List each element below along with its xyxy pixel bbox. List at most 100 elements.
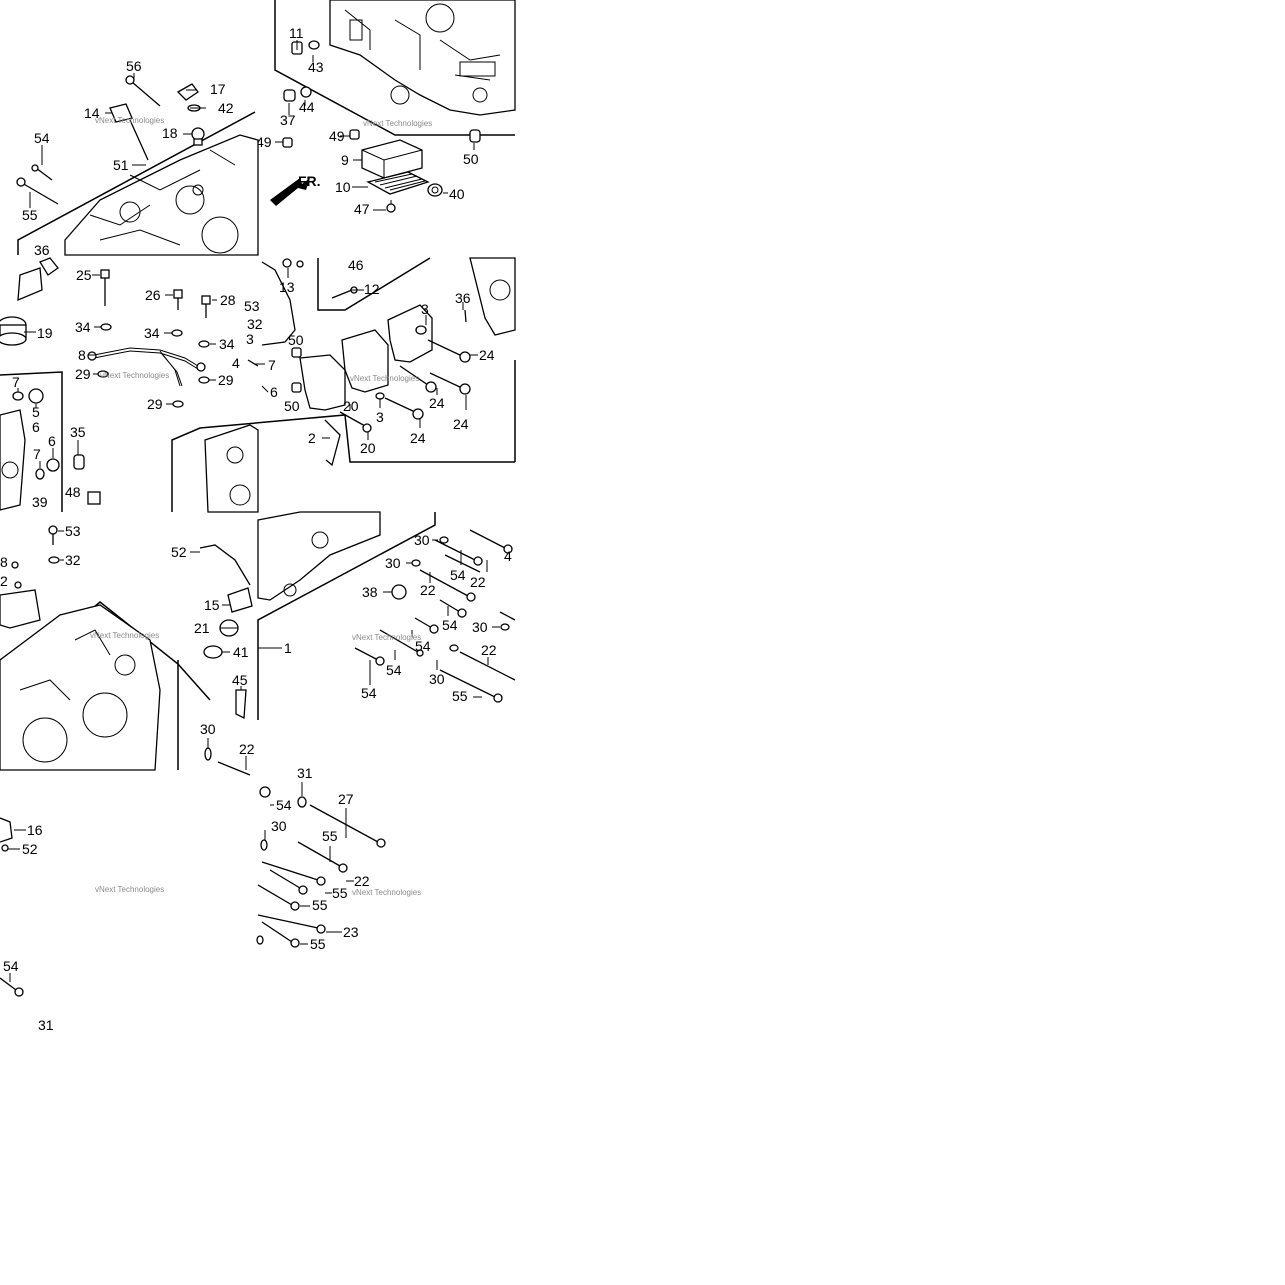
watermark: vNext Technologies [95,116,164,125]
callout-20: 20 [360,440,376,456]
callout-8: 8 [0,554,8,570]
callout-42: 42 [218,100,234,116]
bolt-part-48 [87,491,101,505]
bolt-part-24b [399,365,437,393]
callout-36: 36 [455,290,471,306]
bolt-part-13 [282,258,304,268]
bolt-part-24d [384,397,424,420]
callout-22: 22 [354,873,370,889]
tile-oil-filter: 52 15 21 41 1 45 30 22 30 54 22 30 38 22… [171,511,516,776]
callout-20: 20 [343,398,359,414]
callout-55: 55 [22,207,38,223]
callout-6: 6 [48,433,56,449]
callout-leaders-mid-left [24,274,217,405]
callout-21: 21 [194,620,210,636]
callout-34: 34 [219,336,235,352]
callout-52: 52 [22,841,38,857]
callout-6: 6 [32,419,40,435]
callout-50: 50 [284,398,300,414]
washer-part-43 [308,40,320,50]
bolt-part-56 [125,75,161,107]
dowel-part-37 [283,89,296,102]
callout-2: 2 [0,573,8,589]
dowel-part-50b [291,382,302,393]
callout-55: 55 [332,885,348,901]
callout-25: 25 [76,267,92,283]
callout-52: 52 [171,544,187,560]
ring-part-44 [300,86,312,98]
sensor-part-18 [191,127,205,146]
bolt-part-20 [339,411,372,433]
callout-24: 24 [410,430,426,446]
watermark: vNext Technologies [352,888,421,897]
oil-strainer-body-part-9 [361,139,423,179]
callout-47: 47 [354,201,370,217]
pipe-part-51 [129,119,149,161]
bolt-part-54-bottom [0,977,24,997]
callout-50: 50 [463,151,479,167]
callout-26: 26 [145,287,161,303]
oring-part-41 [203,645,223,659]
watermark: vNext Technologies [352,633,421,642]
watermark: vNext Technologies [95,885,164,894]
callout-13: 13 [279,279,295,295]
washer-part-34a [100,323,112,331]
callout-54: 4 [504,548,512,564]
callout-1: 1 [284,640,292,656]
bracket-part-53-32 [261,261,296,346]
callout-7: 7 [33,446,41,462]
callout-32: 32 [65,552,81,568]
crankcase-half-upper [329,0,516,116]
callout-51: 51 [113,157,129,173]
tile-block-lower: 53 32 8 2 vNext Technologies [0,523,211,771]
washer-part-30-lower [204,747,212,761]
washer-part-7b [35,468,45,480]
callout-54: 54 [415,638,431,654]
callout-53: 53 [65,523,81,539]
cylinder-block-upper [64,134,259,256]
callout-46: 46 [348,257,364,273]
callout-31: 31 [297,765,313,781]
filter-part-15 [227,587,253,613]
callout-30: 30 [429,671,445,687]
plug-part-6 [46,458,60,472]
callout-leaders-lower-mid [190,539,500,770]
bolt-set-bottom [256,786,386,948]
dowel-part-50a [291,347,302,358]
callout-30: 30 [271,818,287,834]
callout-54: 54 [361,685,377,701]
callout-7: 7 [12,374,20,390]
seal-part-40 [427,183,443,197]
callout-15: 15 [204,597,220,613]
bearing-cap-front [299,354,346,411]
clip-part-45 [235,689,247,720]
callout-55: 55 [312,897,328,913]
oil-pump-housing [204,424,259,513]
pipe-part-12 [331,286,358,299]
callout-22: 22 [239,741,255,757]
callout-39: 39 [32,494,48,510]
callout-29: 29 [147,396,163,412]
callout-29: 29 [218,372,234,388]
tile-bearing-caps: 13 46 12 53 32 3 50 4 7 6 50 20 3 36 24 … [171,257,516,513]
callout-18: 18 [162,125,178,141]
bolt-part-22-lower [217,761,251,776]
callout-54: 54 [386,662,402,678]
watermark: vNext Technologies [363,119,432,128]
tile-block-left: 7 5 6 6 7 35 39 48 [0,371,101,512]
callout-2: 2 [308,430,316,446]
dowel-part-50-upper [469,129,481,143]
front-label: FR. [298,173,321,189]
plug-part-49a [282,137,293,148]
callout-55: 55 [322,828,338,844]
tile-oil-pipe-mid: 19 25 26 28 34 34 34 8 29 29 29 vNext Te… [0,257,236,412]
bolt-part-52-bottom [1,844,9,852]
callout-49: 49 [256,134,272,150]
callout-leaders-mid-right [255,268,478,440]
washer-part-7a [12,391,24,401]
watermark: vNext Technologies [100,371,169,380]
bolt-part-53-lower [48,525,58,545]
callout-leaders-bottom-left [8,829,26,982]
callout-50: 50 [288,332,304,348]
